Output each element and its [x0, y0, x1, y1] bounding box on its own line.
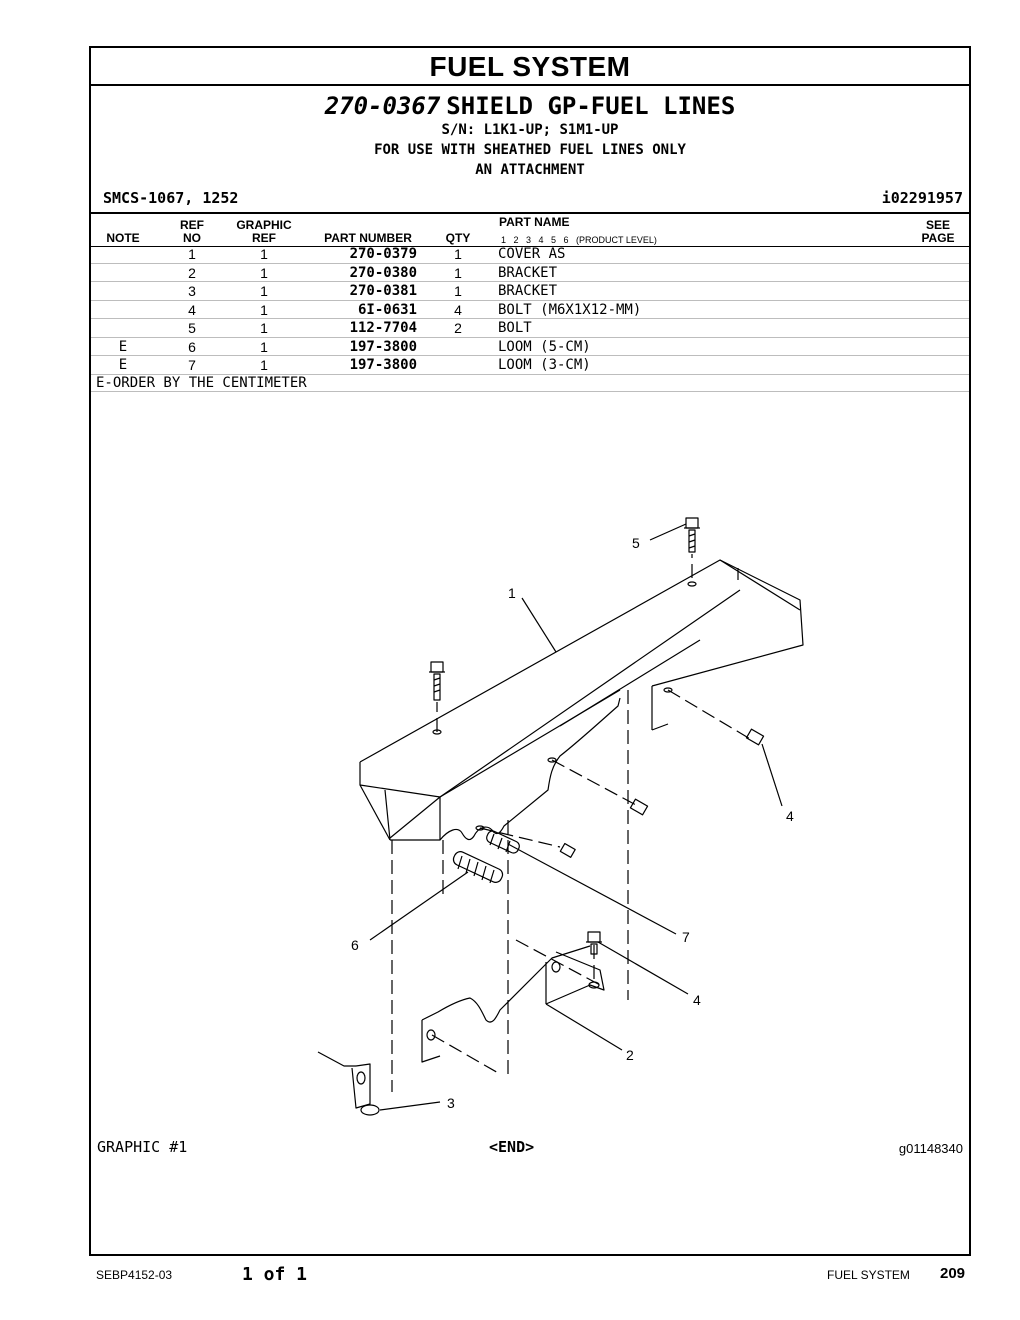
- col-see-bottom: PAGE: [921, 231, 955, 245]
- row-ref: 3: [188, 283, 196, 299]
- row-graphic-ref: 1: [260, 301, 268, 318]
- row-graphic-ref: 1: [260, 338, 268, 355]
- row-ref: 5: [188, 320, 196, 336]
- row-part-name: BOLT (M6X1X12-MM): [498, 301, 642, 318]
- graphic-id: g01148340: [898, 1141, 963, 1156]
- col-see-top: SEE: [925, 218, 950, 232]
- row-ref: 4: [188, 301, 196, 318]
- callout-3: 3: [447, 1095, 455, 1111]
- bolt-icon-4c: [475, 825, 576, 858]
- assembly-guides: [391, 554, 753, 1092]
- callout-4a: 4: [786, 808, 794, 824]
- leader-lines: [369, 523, 783, 1111]
- table-row: 4 1 6I-0631 4 BOLT (M6X1X12-MM): [91, 301, 969, 319]
- callout-4b: 4: [693, 992, 701, 1008]
- col-gref-top: GRAPHIC: [236, 218, 292, 232]
- illustration-id: i02291957: [881, 189, 963, 207]
- footer-page-of: 1 of 1: [242, 1264, 308, 1285]
- row-note: E: [118, 338, 128, 355]
- table-row: E 7 1 197-3800 LOOM (3-CM): [91, 356, 969, 375]
- bolt-icon-5: [684, 517, 700, 587]
- table-row: 1 1 270-0379 1 COVER AS: [91, 245, 969, 264]
- row-part-number[interactable]: 270-0381: [349, 283, 417, 299]
- group-title: 270-0367 SHIELD GP-FUEL LINES: [91, 92, 969, 121]
- col-ref-bottom: NO: [183, 231, 201, 245]
- row-graphic-ref: 1: [260, 264, 268, 281]
- row-ref: 7: [188, 357, 196, 373]
- attachment-note: AN ATTACHMENT: [475, 162, 585, 178]
- row-part-name: COVER AS: [498, 246, 566, 262]
- serial-range: S/N: L1K1-UP; S1M1-UP: [441, 122, 619, 138]
- footer-section-name: FUEL SYSTEM: [827, 1268, 910, 1282]
- footer-page-number: 209: [940, 1265, 966, 1282]
- end-marker: <END>: [489, 1138, 535, 1156]
- row-qty: 1: [454, 246, 462, 262]
- graphic-label: GRAPHIC #1: [97, 1138, 188, 1156]
- callout-labels: 1 2 3 4 4 5 6 7: [351, 535, 794, 1111]
- footnote: E-ORDER BY THE CENTIMETER: [91, 373, 969, 392]
- callout-7: 7: [682, 929, 690, 945]
- row-part-number[interactable]: 6I-0631: [357, 301, 417, 318]
- col-ref-top: REF: [180, 218, 204, 232]
- row-ref: 6: [188, 338, 196, 355]
- row-qty: 1: [454, 283, 462, 299]
- footnote-text: E-ORDER BY THE CENTIMETER: [96, 375, 307, 391]
- row-part-number[interactable]: 270-0380: [349, 264, 417, 281]
- smcs-codes: SMCS-1067, 1252: [103, 189, 239, 207]
- table-row: 2 1 270-0380 1 BRACKET: [91, 264, 969, 282]
- callout-5: 5: [632, 535, 640, 551]
- row-part-name: LOOM (5-CM): [498, 338, 591, 355]
- row-part-number[interactable]: 197-3800: [349, 338, 417, 355]
- col-qty: QTY: [445, 231, 471, 245]
- row-graphic-ref: 1: [260, 357, 268, 373]
- row-ref: 1: [188, 246, 196, 262]
- bolt-icon-5b: [429, 661, 445, 735]
- callout-2: 2: [626, 1047, 634, 1063]
- table-row: E 6 1 197-3800 LOOM (5-CM): [91, 338, 969, 356]
- row-ref: 2: [188, 264, 196, 281]
- col-product-levels: 1 2 3 4 5 6 (PRODUCT LEVEL): [501, 235, 657, 245]
- callout-1: 1: [508, 585, 516, 601]
- row-qty: 2: [454, 320, 462, 336]
- table-row: 5 1 112-7704 2 BOLT: [91, 319, 969, 338]
- table-row: 3 1 270-0381 1 BRACKET: [91, 282, 969, 301]
- col-gref-bottom: REF: [252, 231, 276, 245]
- column-headers: NOTE REF NO GRAPHIC REF PART NUMBER QTY …: [91, 212, 969, 247]
- row-part-number[interactable]: 270-0379: [349, 246, 417, 262]
- bolt-icon-4d: [586, 931, 602, 955]
- row-graphic-ref: 1: [260, 246, 268, 262]
- col-part-name: PART NAME: [499, 215, 570, 229]
- group-name: SHIELD GP-FUEL LINES: [446, 92, 736, 120]
- row-graphic-ref: 1: [260, 283, 268, 299]
- bolt-icon-4b: [547, 757, 649, 816]
- footer-document-number: SEBP4152-03: [96, 1268, 173, 1282]
- row-part-name: BRACKET: [498, 264, 558, 281]
- usage-note: FOR USE WITH SHEATHED FUEL LINES ONLY: [374, 142, 686, 158]
- callout-6: 6: [351, 937, 359, 953]
- bracket-part-3: [317, 1051, 380, 1116]
- bolt-icon-4a: [663, 687, 765, 746]
- row-note: E: [118, 357, 128, 373]
- parts-table: 1 1 270-0379 1 COVER AS 2 1 270-0380 1 B…: [91, 245, 969, 375]
- row-part-name: BOLT: [498, 320, 532, 336]
- row-part-name: LOOM (3-CM): [498, 357, 591, 373]
- row-part-name: BRACKET: [498, 283, 558, 299]
- section-title: FUEL SYSTEM: [91, 48, 969, 86]
- bracket-part-2: [421, 945, 605, 1063]
- parts-list-frame: FUEL SYSTEM 270-0367 SHIELD GP-FUEL LINE…: [89, 46, 971, 1256]
- row-part-number[interactable]: 197-3800: [349, 357, 417, 373]
- cover-part: [359, 559, 804, 841]
- row-qty: 4: [454, 301, 462, 318]
- col-part-number: PART NUMBER: [324, 231, 412, 245]
- row-part-number[interactable]: 112-7704: [349, 320, 417, 336]
- group-part-number: 270-0367: [324, 92, 441, 120]
- row-qty: 1: [454, 264, 462, 281]
- col-note: NOTE: [106, 231, 140, 245]
- loom-part-6: [452, 851, 504, 884]
- row-graphic-ref: 1: [260, 320, 268, 336]
